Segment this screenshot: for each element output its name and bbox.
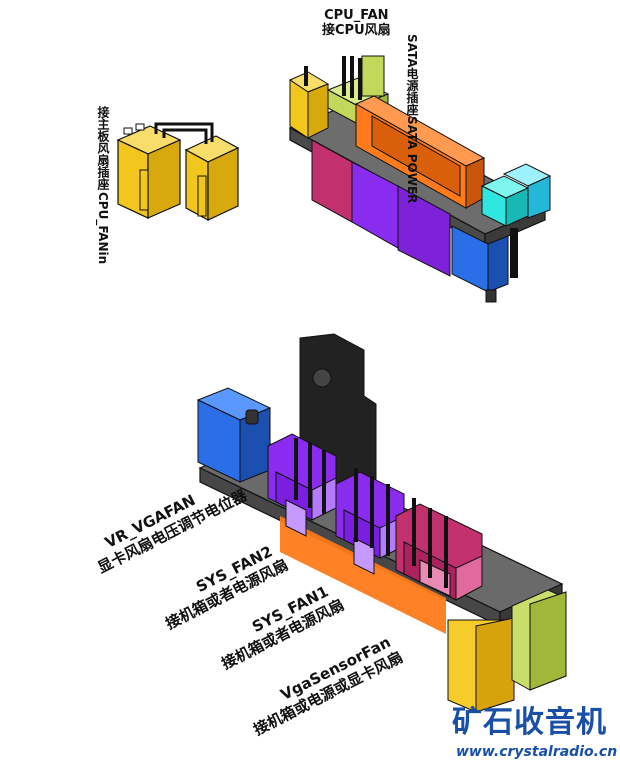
cpu-fanin-desc: 接主板风扇插座 [96, 106, 110, 190]
sata-desc: SATA电源插座 [405, 34, 419, 116]
cpu-fan-desc: 接CPU风扇 [322, 23, 391, 38]
watermark-logo: 矿石收音机 [452, 705, 607, 740]
cpu-fan-label: CPU_FAN 接CPU风扇 [322, 8, 391, 38]
cpu-fanin-label: CPU_FANin 接主板风扇插座 [96, 106, 110, 264]
top-right-board [288, 55, 552, 303]
bottom-board [196, 333, 567, 713]
cpu-fanin-connector [116, 122, 240, 222]
watermark-url: www.crystalradio.cn [456, 744, 618, 760]
cpu-fanin-title: CPU_FANin [96, 192, 110, 265]
cpu-fan-title: CPU_FAN [324, 8, 389, 23]
sata-label: SATA POWER SATA电源插座 [404, 34, 419, 203]
sata-title: SATA POWER [405, 115, 419, 203]
